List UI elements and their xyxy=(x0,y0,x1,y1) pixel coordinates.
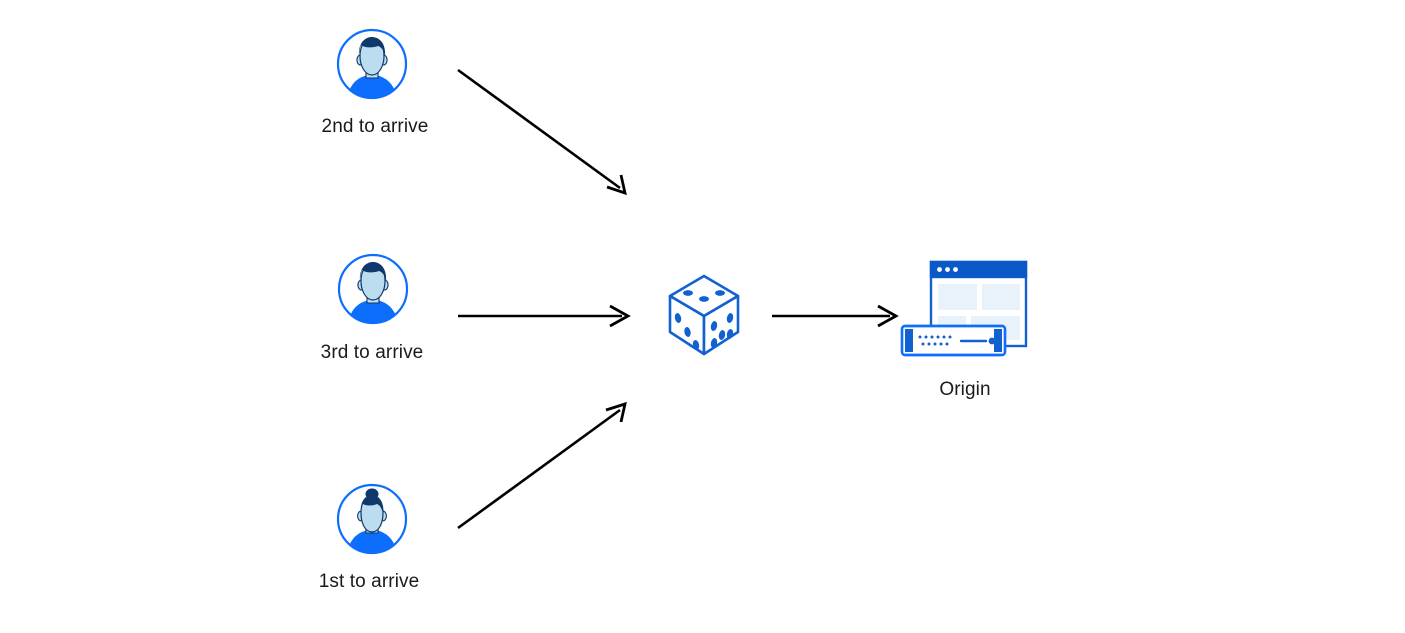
label-client-1st: 1st to arrive xyxy=(318,571,420,592)
user-avatar-icon xyxy=(336,483,408,555)
label-client-2nd: 2nd to arrive xyxy=(321,116,429,137)
arrow-1st-to-dice xyxy=(457,401,627,530)
arrow-3rd-to-dice xyxy=(458,304,631,328)
label-origin: Origin xyxy=(939,379,991,400)
server-device-icon xyxy=(900,324,1007,357)
dice-icon xyxy=(668,274,740,356)
arrow-dice-to-origin xyxy=(772,304,899,328)
arrow-2nd-to-dice xyxy=(457,68,627,196)
label-client-3rd: 3rd to arrive xyxy=(320,342,424,363)
origin-server-icon xyxy=(900,260,1028,357)
user-avatar-icon xyxy=(336,28,408,100)
user-avatar-icon xyxy=(337,253,409,325)
